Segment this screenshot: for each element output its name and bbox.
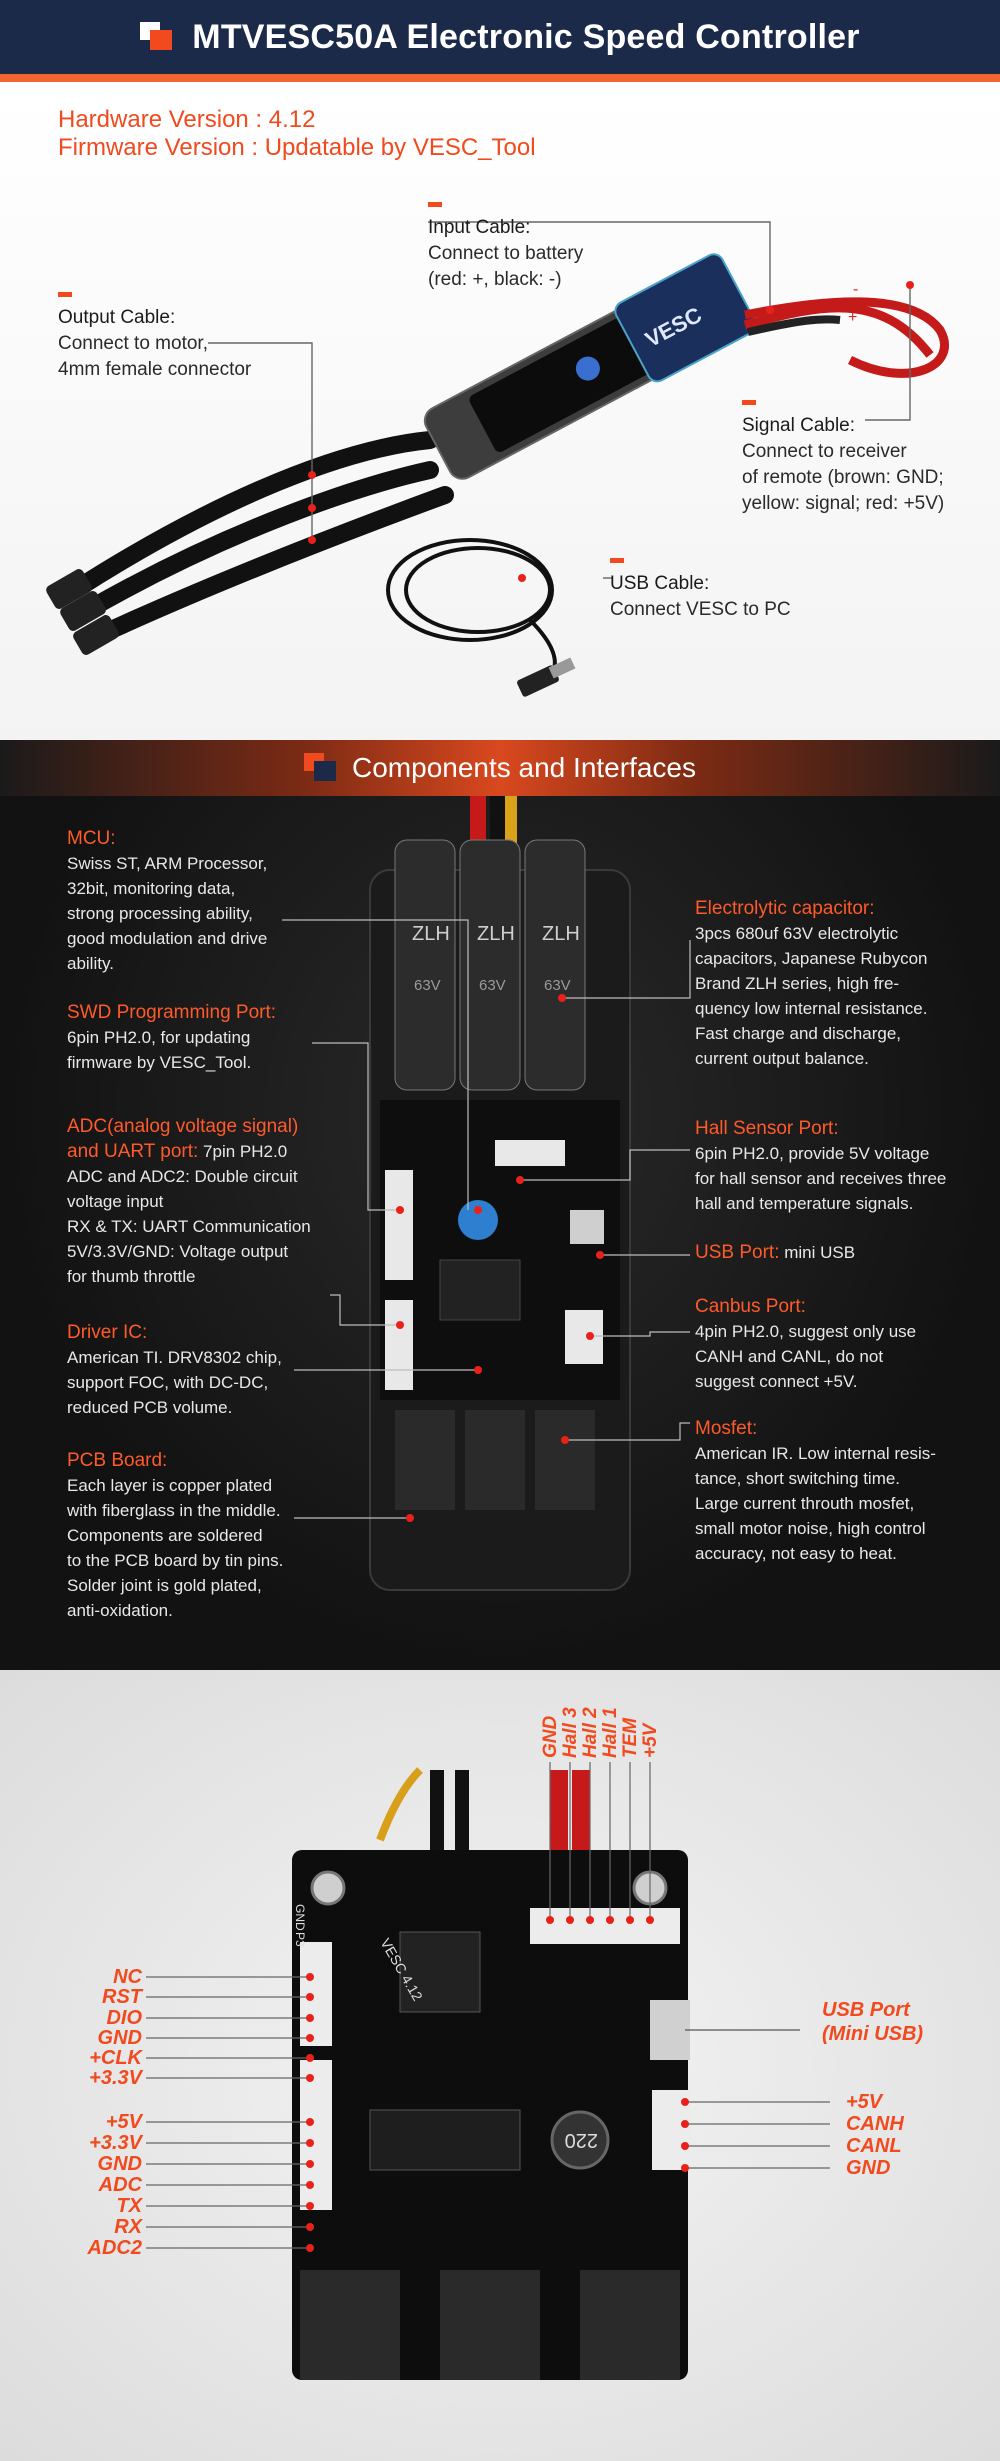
svg-text:63V: 63V xyxy=(414,977,441,994)
pin-label: +5V xyxy=(640,1723,661,1758)
esc-body-icon: VESC xyxy=(423,253,757,480)
page-header: MTVESC50A Electronic Speed Controller xyxy=(0,0,1000,82)
components-header: Components and Interfaces xyxy=(0,740,1000,796)
pin-label: +3.3V xyxy=(89,2067,142,2089)
pin-label: NC xyxy=(113,1966,142,1988)
output-cable-callout: Output Cable: Connect to motor, 4mm fema… xyxy=(58,292,251,383)
hardware-version: Hardware Version : 4.12 xyxy=(58,106,316,133)
pcb-board-description: PCB Board: Each layer is copper plated w… xyxy=(67,1450,284,1620)
pin-label: ADC xyxy=(98,2174,142,2196)
pin-label: +CLK xyxy=(89,2047,142,2069)
svg-text:GND: GND xyxy=(293,1904,307,1931)
usb-port-description: USB Port: mini USB xyxy=(695,1242,856,1263)
svg-text:+: + xyxy=(848,309,857,326)
adc-uart-description: ADC(analog voltage signal) and UART port… xyxy=(67,1116,311,1286)
svg-text:ZLH: ZLH xyxy=(542,923,580,945)
svg-text:ZLH: ZLH xyxy=(412,923,450,945)
usb-cable-icon xyxy=(386,538,557,682)
pinout-section: 220 VESC 4.12 GND P3 xyxy=(0,1670,1000,2461)
esc-board-illustration: ZLH ZLH ZLH 63V 63V 63V xyxy=(282,796,691,1591)
hall-sensor-description: Hall Sensor Port: 6pin PH2.0, provide 5V… xyxy=(695,1118,947,1213)
pin-label: GND xyxy=(540,1715,561,1758)
driver-ic-description: Driver IC: American TI. DRV8302 chip, su… xyxy=(67,1322,282,1417)
pin-label: GND xyxy=(97,2153,142,2175)
pin-label: Hall 1 xyxy=(600,1707,621,1758)
pin-label: Hall 3 xyxy=(560,1707,581,1758)
capacitors-icon: ZLH ZLH ZLH 63V 63V 63V xyxy=(394,839,586,1091)
brand-logo-icon xyxy=(140,22,174,52)
components-title: Components and Interfaces xyxy=(352,752,696,783)
brand-logo-icon xyxy=(304,753,338,783)
usb-port-sublabel: (Mini USB) xyxy=(822,2023,924,2045)
pin-label: +5V xyxy=(105,2111,142,2133)
capacitor-description: Electrolytic capacitor: 3pcs 680uf 63V e… xyxy=(695,898,928,1068)
pin-label: GND xyxy=(846,2157,891,2179)
pin-label: RX xyxy=(114,2216,142,2238)
components-section: Components and Interfaces ZLH ZLH ZLH 63… xyxy=(0,740,1000,1670)
page-title: MTVESC50A Electronic Speed Controller xyxy=(192,17,860,56)
pin-label: CANL xyxy=(846,2135,902,2157)
signal-cable-callout: Signal Cable: Connect to receiver of rem… xyxy=(742,400,944,517)
svg-text:63V: 63V xyxy=(479,977,506,994)
product-illustration: VESC - + xyxy=(46,221,949,697)
pin-label: DIO xyxy=(106,2007,142,2029)
svg-text:220: 220 xyxy=(565,2129,598,2151)
svg-text:ZLH: ZLH xyxy=(477,923,515,945)
swd-port-description: SWD Programming Port: 6pin PH2.0, for up… xyxy=(67,1002,277,1072)
pin-label: TX xyxy=(116,2195,142,2217)
usb-port-label: USB Port xyxy=(822,1999,910,2021)
svg-text:P3: P3 xyxy=(293,1932,307,1947)
pin-label: ADC2 xyxy=(87,2237,142,2259)
pin-label: +5V xyxy=(846,2091,883,2113)
output-cables-icon xyxy=(66,431,454,644)
pin-label: RST xyxy=(102,1986,142,2008)
pin-label: CANH xyxy=(846,2113,904,2135)
pin-label: TEM xyxy=(620,1717,641,1758)
input-cable-callout: Input Cable: Connect to battery (red: +,… xyxy=(428,202,583,293)
mosfet-description: Mosfet: American IR. Low internal resis-… xyxy=(695,1418,936,1563)
pinout-board-illustration: 220 VESC 4.12 GND P3 xyxy=(146,1762,830,2380)
pin-label: Hall 2 xyxy=(580,1707,601,1758)
pin-label: GND xyxy=(97,2027,142,2049)
overview-section: Hardware Version : 4.12 Firmware Version… xyxy=(0,90,1000,740)
firmware-version: Firmware Version : Updatable by VESC_Too… xyxy=(58,134,536,161)
usb-cable-callout: USB Cable: Connect VESC to PC xyxy=(610,558,791,623)
svg-text:63V: 63V xyxy=(544,977,571,994)
mcu-description: MCU: Swiss ST, ARM Processor, 32bit, mon… xyxy=(67,828,268,973)
canbus-description: Canbus Port: 4pin PH2.0, suggest only us… xyxy=(695,1296,917,1391)
pin-label: +3.3V xyxy=(89,2132,142,2154)
svg-text:-: - xyxy=(853,281,858,298)
